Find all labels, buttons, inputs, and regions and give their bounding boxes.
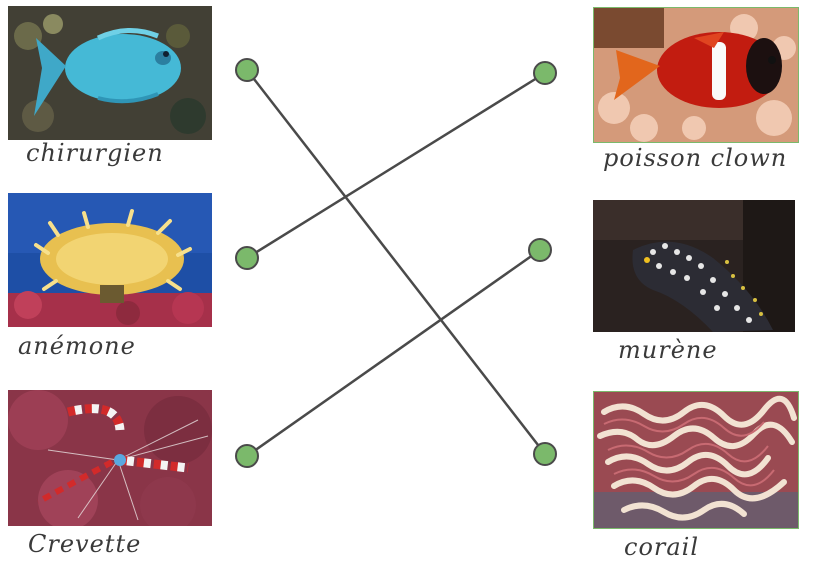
dot-crevette[interactable]	[235, 444, 259, 468]
red-clownfish-image	[594, 8, 798, 142]
photo-anemone	[8, 193, 212, 327]
connection-line	[247, 250, 540, 456]
red-white-shrimp-image	[8, 390, 212, 526]
caption-crevette: Crevette	[28, 532, 141, 556]
brain-coral-image	[594, 392, 798, 528]
dot-corail[interactable]	[533, 442, 557, 466]
dot-poisson-clown[interactable]	[533, 61, 557, 85]
caption-anemone: anémone	[18, 334, 136, 358]
blue-surgeonfish-image	[8, 6, 212, 140]
photo-murene	[593, 200, 795, 332]
dot-anemone[interactable]	[235, 246, 259, 270]
photo-chirurgien	[8, 6, 212, 140]
connection-line	[247, 73, 545, 258]
photo-crevette	[8, 390, 212, 526]
connection-line	[247, 70, 545, 454]
spotted-moray-eel-image	[593, 200, 795, 332]
photo-corail	[593, 391, 799, 529]
photo-poisson-clown	[593, 7, 799, 143]
dot-murene[interactable]	[528, 238, 552, 262]
caption-murene: murène	[618, 338, 718, 362]
caption-poisson-clown: poisson clown	[603, 146, 787, 170]
caption-corail: corail	[624, 535, 699, 559]
dot-chirurgien[interactable]	[235, 58, 259, 82]
caption-chirurgien: chirurgien	[26, 141, 164, 165]
yellow-anemone-image	[8, 193, 212, 327]
